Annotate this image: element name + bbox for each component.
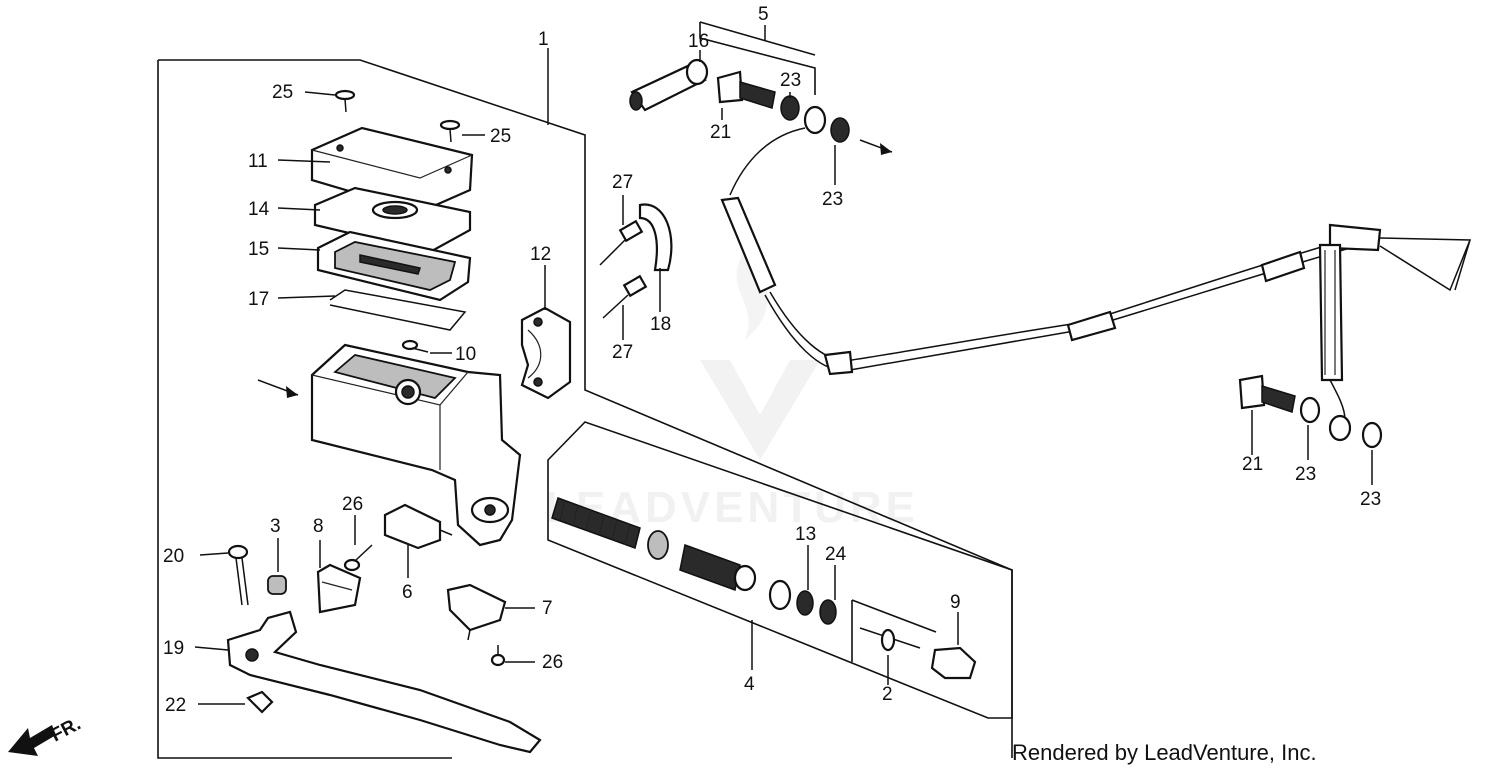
- callout-20: 20: [163, 546, 184, 567]
- bracket-2b: [851, 599, 937, 633]
- float-plate: [329, 289, 467, 331]
- washer-13: [796, 590, 814, 616]
- washer-23-d: [1361, 421, 1383, 449]
- screw-26-b: [490, 645, 506, 667]
- callout-23-b: 23: [822, 189, 843, 210]
- callout-23-d: 23: [1360, 489, 1381, 510]
- callout-2: 2: [882, 684, 893, 705]
- callout-10: 10: [455, 344, 476, 365]
- leadventure-watermark: LEADVENTURE: [545, 250, 915, 532]
- callout-23-c: 23: [1295, 464, 1316, 485]
- screw-10: [401, 339, 429, 353]
- bracket-5-top: [699, 21, 816, 56]
- nut-22: [246, 690, 274, 714]
- callout-3: 3: [270, 516, 281, 537]
- callout-25-a: 25: [272, 82, 293, 103]
- screw-26-a: [343, 544, 373, 572]
- assembly-frame-top: [158, 59, 1013, 758]
- bushing-3: [267, 575, 287, 595]
- front-marker-label: FR.: [47, 714, 84, 747]
- direction-arrow-left: [257, 379, 299, 398]
- master-cylinder-body: [310, 343, 522, 547]
- pivot-bolt-20: [227, 544, 249, 606]
- boot-9: [930, 646, 977, 680]
- clutch-lever-19: [226, 610, 542, 754]
- bracket-8: [316, 563, 362, 614]
- callout-26-a: 26: [342, 494, 363, 515]
- screw-25-a: [334, 89, 356, 113]
- callout-27-b: 27: [612, 342, 633, 363]
- callout-13: 13: [795, 524, 816, 545]
- cup-13: [768, 579, 792, 611]
- piston: [679, 543, 757, 592]
- clutch-hose: [720, 127, 1472, 382]
- diaphragm-plate: [313, 186, 472, 254]
- banjo-bolt-21-top: [716, 70, 776, 109]
- push-rod-2: [859, 627, 921, 652]
- switch-6: [383, 503, 453, 550]
- callout-12: 12: [530, 244, 551, 265]
- credit-text: Rendered by LeadVenture, Inc.: [1012, 740, 1317, 765]
- callout-22: 22: [165, 695, 186, 716]
- callout-21-top: 21: [710, 122, 731, 143]
- piston-kit-box: [547, 421, 1013, 719]
- callout-14: 14: [248, 199, 270, 220]
- assembly-frame: [157, 60, 452, 759]
- washer-23-a: [780, 95, 800, 121]
- direction-arrow-right: [859, 139, 893, 155]
- callout-6: 6: [402, 582, 413, 603]
- callout-7: 7: [542, 598, 553, 619]
- callout-11: 11: [248, 151, 268, 172]
- callout-4: 4: [744, 674, 755, 695]
- banjo-fitting-lower: [1328, 379, 1352, 442]
- callout-15: 15: [248, 239, 269, 260]
- screw-25-b: [439, 119, 461, 143]
- front-arrow-icon: FR.: [8, 714, 84, 756]
- leader-lines: [194, 25, 1373, 705]
- callout-27-a: 27: [612, 172, 633, 193]
- spring-seat: [647, 530, 669, 560]
- bracket-5: [699, 22, 816, 95]
- switch-7: [446, 583, 507, 641]
- callout-18: 18: [650, 314, 671, 335]
- banjo-bolt-21-lower: [1238, 374, 1296, 413]
- washer-23-b: [830, 117, 850, 143]
- callout-21-lower: 21: [1242, 454, 1263, 475]
- callout-16: 16: [688, 31, 709, 52]
- callout-5: 5: [758, 4, 769, 25]
- callout-1: 1: [538, 29, 549, 50]
- clamp-18: [638, 203, 673, 272]
- callout-8: 8: [313, 516, 324, 537]
- callout-labels: 1 2 3 4 5 6 7 8 9 10 11 12 13 14 15 16 1…: [163, 4, 1381, 716]
- callout-23-a: 23: [780, 70, 801, 91]
- callout-25-b: 25: [490, 126, 511, 147]
- circlip-24: [819, 599, 837, 625]
- diaphragm: [316, 230, 472, 302]
- banjo-fitting-top: [803, 105, 827, 135]
- hose-joint-16: [629, 58, 709, 112]
- callout-17: 17: [248, 289, 269, 310]
- bolt-27-a: [599, 219, 644, 266]
- piston-spring: [551, 497, 641, 549]
- bolt-27-b: [602, 274, 648, 319]
- callout-9: 9: [950, 592, 961, 613]
- washer-23-c: [1299, 396, 1321, 424]
- callout-26-b: 26: [542, 652, 563, 673]
- callout-24: 24: [825, 544, 847, 565]
- callout-19: 19: [163, 638, 184, 659]
- holder-12: [520, 306, 572, 400]
